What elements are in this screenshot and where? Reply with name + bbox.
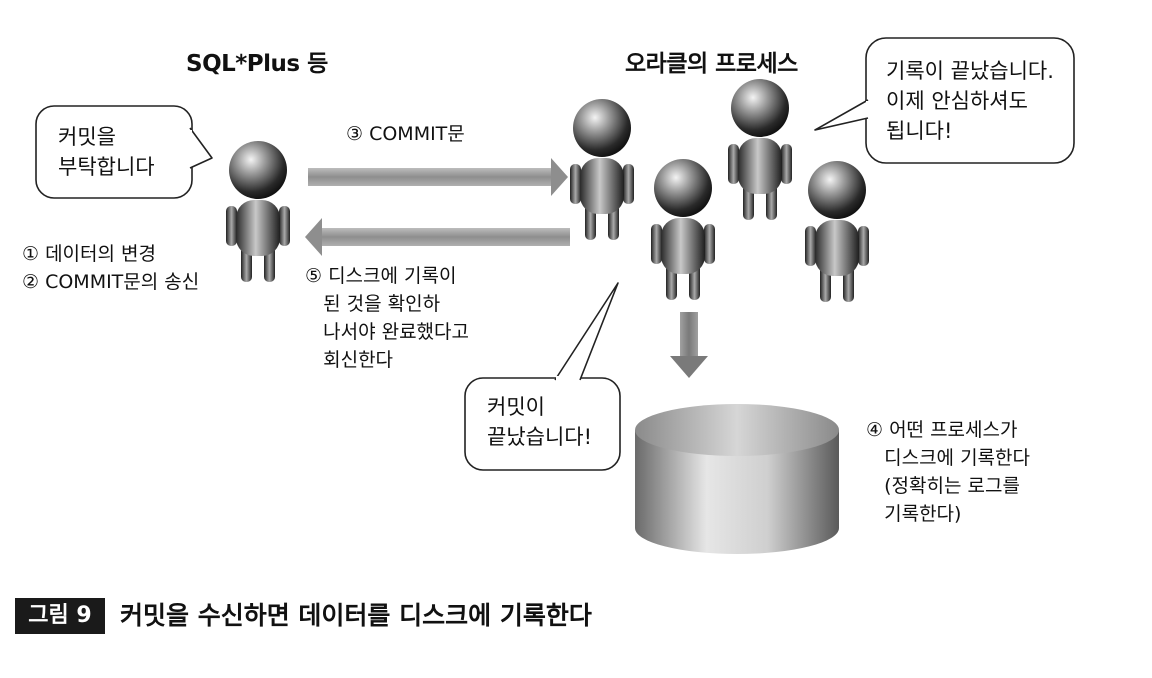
process-person-icon <box>651 159 715 300</box>
oracle-header: 오라클의 프로세스 <box>625 51 798 77</box>
write-arrow <box>670 312 708 378</box>
disk-icon <box>635 404 839 554</box>
client-bubble-text: 커밋을 부탁합니다 <box>58 125 155 179</box>
client-header: SQL*Plus 등 <box>186 51 328 77</box>
process-person-icon <box>570 99 634 240</box>
figure-caption: 커밋을 수신하면 데이터를 디스크에 기록한다 <box>120 601 592 630</box>
client-person-icon <box>226 141 290 282</box>
step3-label: ③ COMMIT문 <box>346 123 465 145</box>
process-person-icon <box>805 161 869 302</box>
step4-label: ④ 어떤 프로세스가 디스크에 기록한다 (정확히는 로그를 기록한다) <box>866 419 1030 525</box>
client-speech-bubble <box>35 105 213 199</box>
process-speech-bubble <box>814 37 1075 164</box>
reply-arrow <box>305 218 570 256</box>
commit-bubble-text: 커밋이 끝났습니다! <box>487 395 593 449</box>
commit-speech-bubble <box>464 282 621 471</box>
process-person-icon <box>728 79 792 220</box>
figure-tag: 그림 9 <box>15 598 105 634</box>
client-steps-label: ① 데이터의 변경 ② COMMIT문의 송신 <box>22 243 200 293</box>
commit-arrow <box>308 158 568 196</box>
process-bubble-text: 기록이 끝났습니다. 이제 안심하셔도 됩니다! <box>886 59 1054 143</box>
step5-label: ⑤ 디스크에 기록이 된 것을 확인하 나서야 완료했다고 회신한다 <box>305 265 469 371</box>
